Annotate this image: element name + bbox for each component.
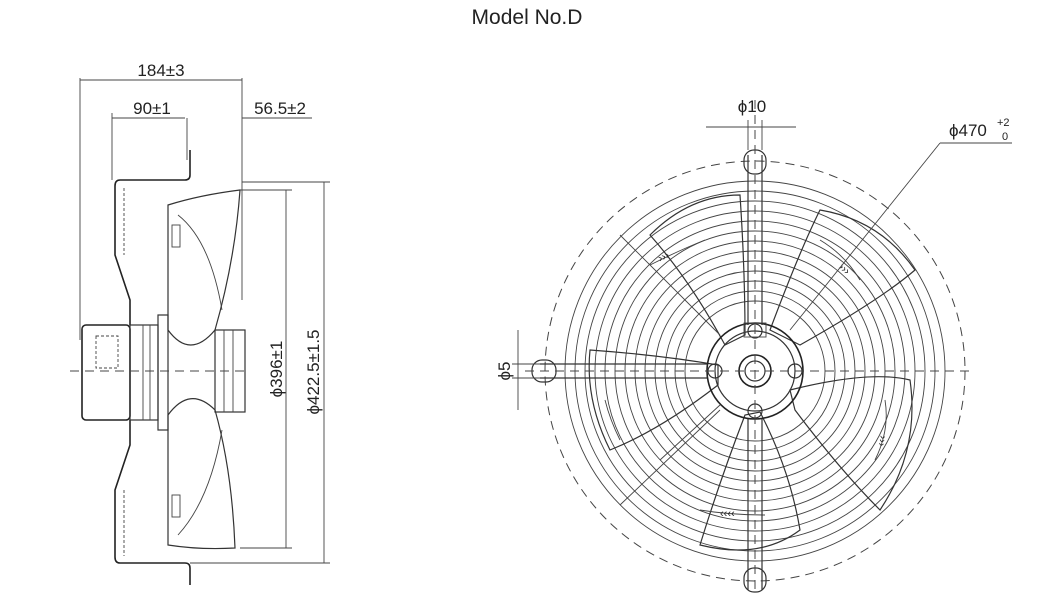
blade-side-lower	[167, 398, 236, 550]
dim-blade-offset: 56.5±2	[254, 99, 306, 118]
dim-outer-tol-lower: 0	[1002, 131, 1008, 143]
side-view: 184±3 90±1 56.5±2 ϕ396	[70, 61, 330, 585]
blade-side-slot-1	[171, 224, 181, 248]
blade-slots: ››› ››› ‹‹‹‹ ›››	[604, 239, 889, 520]
impeller-blades	[588, 194, 916, 551]
guard-frame-top	[114, 150, 191, 325]
svg-text:›››: ›››	[875, 434, 889, 447]
hub-side	[214, 329, 246, 413]
guard-frame-bottom	[114, 420, 191, 585]
dim-guard-diameter: ϕ422.5±1.5	[304, 329, 323, 414]
dim-hub-hole: ϕ10	[738, 97, 766, 116]
dim-leader-outer	[789, 142, 941, 331]
dim-outer-diameter: ϕ470	[949, 121, 987, 140]
dim-outer-tol-upper: +2	[997, 117, 1010, 129]
drawing-title: Model No.D	[471, 6, 583, 29]
dim-mount-hole: ϕ5	[495, 362, 514, 381]
terminal-box	[81, 324, 131, 421]
dim-motor-depth: 90±1	[133, 99, 171, 118]
dim-impeller-diameter: ϕ396±1	[267, 341, 286, 398]
blade-side-lower-edge	[177, 429, 223, 536]
blade-side-upper	[167, 189, 241, 346]
motor-flange	[157, 314, 169, 431]
blade-side-slot-2	[171, 494, 181, 518]
svg-text:›››: ›››	[656, 249, 671, 265]
dim-overall-depth: 184±3	[137, 61, 184, 80]
terminal-box-hidden	[95, 335, 119, 369]
support-struts	[540, 155, 763, 590]
front-view: ››› ››› ‹‹‹‹ ›››	[495, 97, 1012, 595]
blade-side-upper-edge	[177, 214, 223, 311]
svg-text:‹‹‹‹: ‹‹‹‹	[720, 508, 735, 520]
motor-body	[129, 324, 159, 421]
